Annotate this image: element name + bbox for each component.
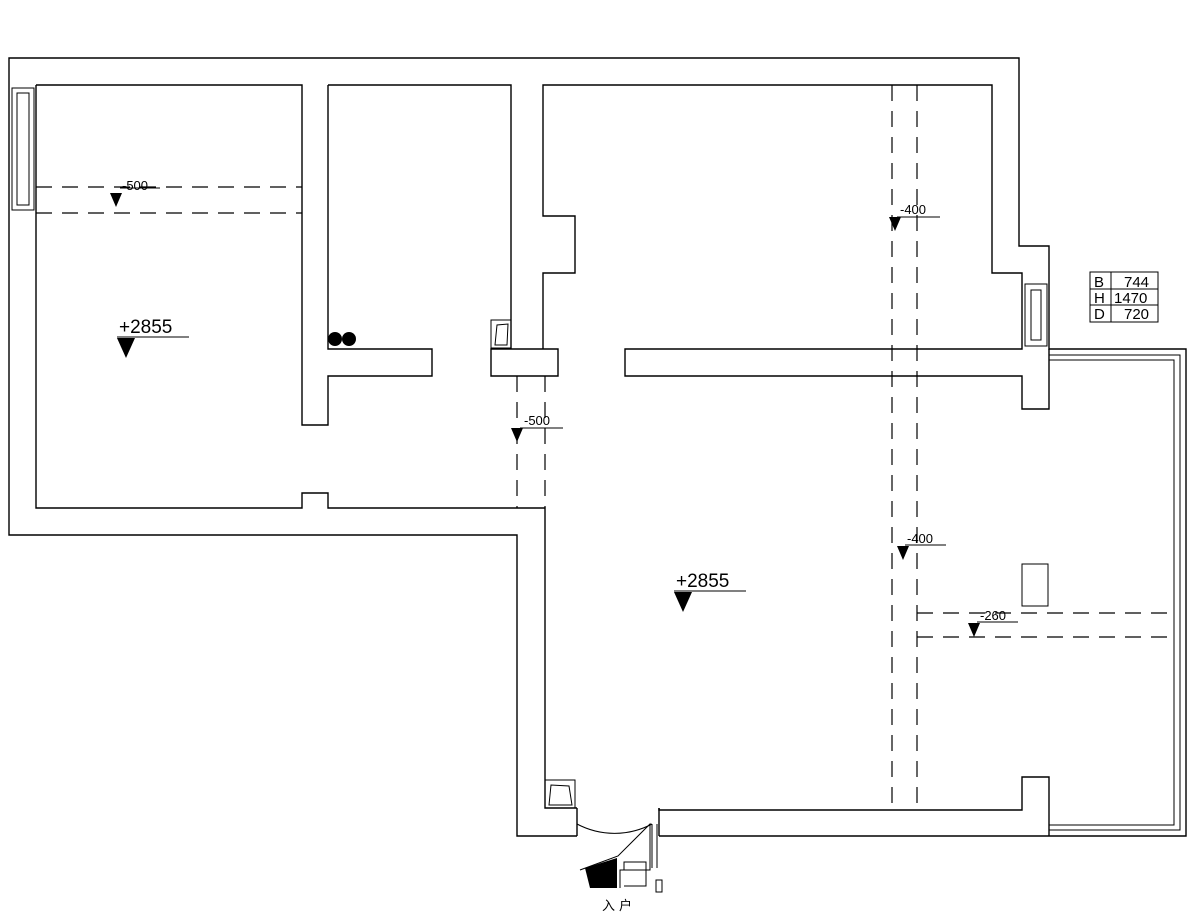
fixture-box [544,779,576,809]
fixture-icon [548,784,573,806]
window-icon [1030,289,1042,341]
entrance-label: 入户 [602,898,636,913]
top-right-level: -400 [900,202,926,217]
right-room-top-wall [542,84,1050,410]
fixture-icon [494,323,509,346]
mid-right-level: -400 [907,531,933,546]
table-value: 720 [1124,306,1149,323]
window-icon [11,87,35,211]
right-room-bottom-wall [658,776,1050,811]
window-icon [1024,283,1048,347]
table-value: 1470 [1114,290,1147,307]
table-key: H [1094,290,1105,307]
elevation-marker-room-main: +2855 [674,571,746,612]
pipe-icon [342,332,356,346]
elevation-marker-mid-right: -400 [897,531,946,560]
elevation-marker-balcony: -260 [968,608,1018,637]
column-box [1021,563,1049,607]
balcony-window-inner [1049,359,1175,826]
table-value: 744 [1124,274,1149,291]
elevation-marker-top-right: -400 [889,202,940,231]
corridor-level: -500 [524,413,550,428]
left-room-bottom-wall [35,85,577,809]
door-swing-icon [576,823,653,834]
room-left-level: +2855 [119,317,172,338]
elevation-marker-room-left: +2855 [117,317,189,358]
beam-left-label: -500 [122,178,148,193]
elevation-marker-icon [117,338,135,358]
elevation-marker-icon [968,623,980,637]
left-room-inner-wall [36,84,433,426]
middle-partition [328,84,559,377]
elevation-marker-icon [897,546,909,560]
window-icon [16,92,30,206]
entrance-door: 入户 [576,822,663,913]
elevation-marker-icon [110,193,122,207]
elevation-marker-beam-left: -500 [110,178,160,207]
outer-wall-outline [8,57,1187,837]
elevation-marker-icon [511,428,523,442]
room-main-level: +2855 [676,571,729,592]
table-key: B [1094,274,1104,291]
elevation-marker-corridor: -500 [511,413,563,442]
elevation-marker-icon [889,217,901,231]
spec-table: B 744 H 1470 D 720 [1089,271,1159,323]
balcony-window [1049,354,1181,831]
fixture-box [490,319,512,349]
pipe-icon [328,332,342,346]
elevation-marker-icon [674,592,692,612]
balcony-level: -260 [980,608,1006,623]
table-key: D [1094,306,1105,323]
